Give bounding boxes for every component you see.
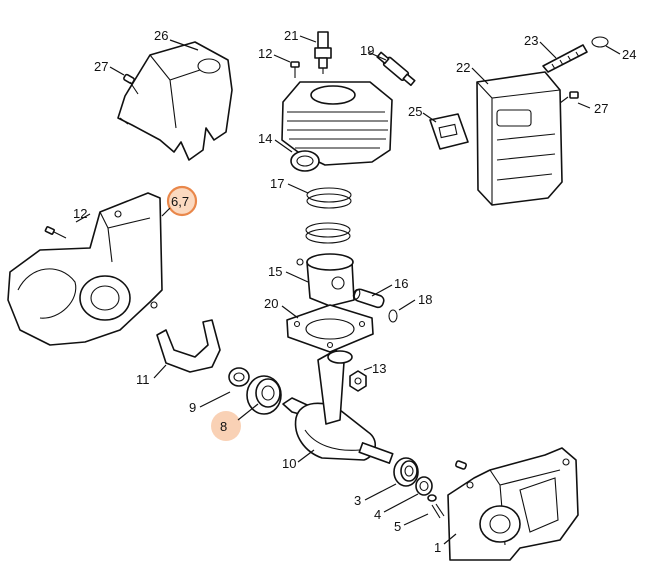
valve-part-19: [376, 51, 416, 87]
label-9: 9: [189, 400, 196, 415]
circlip-part-18: [388, 309, 398, 323]
label-4: 4: [374, 507, 381, 522]
label-15: 15: [268, 264, 282, 279]
label-27-left: 27: [94, 59, 108, 74]
cylinder-part-14: [281, 81, 393, 172]
crankcase-left-part-6-7: [7, 192, 163, 346]
label-21: 21: [284, 28, 298, 43]
label-17: 17: [270, 176, 284, 191]
label-24: 24: [622, 47, 636, 62]
label-6-7: 6,7: [171, 194, 189, 209]
screw-part-27-left: [123, 73, 139, 95]
ring-part-24: [591, 36, 609, 48]
label-14: 14: [258, 131, 272, 146]
label-8: 8: [220, 419, 227, 434]
label-13: 13: [372, 361, 386, 376]
crankshaft-part-10: [282, 349, 394, 464]
screw-part-27-right: [559, 91, 579, 104]
label-20: 20: [264, 296, 278, 311]
sleeve-part-5: [427, 494, 445, 519]
part-number-labels: 26 27 21 12 19 23 24 22 27 25 14 17 6,7 …: [73, 28, 636, 555]
nut-part-13: [349, 370, 367, 392]
piston-rings-part-17: [305, 187, 352, 244]
oil-seal-part-4: [415, 476, 433, 496]
gasket-part-11: [156, 319, 221, 373]
leader-lines: [75, 35, 621, 545]
oil-seal-part-9: [228, 367, 250, 387]
label-23: 23: [524, 33, 538, 48]
spark-plug-part-21: [314, 31, 332, 74]
screw-part-12-top: [290, 61, 300, 78]
highlight-marker-6-7: [166, 185, 198, 217]
label-11: 11: [136, 372, 150, 387]
label-22: 22: [456, 60, 470, 75]
gasket-part-20: [286, 304, 374, 353]
spark-screen-part-23: [542, 44, 588, 73]
screw-part-12-left: [44, 226, 67, 239]
highlight-marker-8: [211, 411, 241, 441]
label-10: 10: [282, 456, 296, 471]
label-18: 18: [418, 292, 432, 307]
label-27-right: 27: [594, 101, 608, 116]
label-5: 5: [394, 519, 401, 534]
label-16: 16: [394, 276, 408, 291]
label-12-top: 12: [258, 46, 272, 61]
shroud-part-26: [117, 41, 233, 161]
label-3: 3: [354, 493, 361, 508]
bearing-part-3: [393, 457, 419, 487]
crankcase-right-part-1: [447, 447, 579, 561]
muffler-gasket-part-25: [429, 113, 469, 150]
label-25: 25: [408, 104, 422, 119]
piston-pin-part-16: [352, 288, 385, 309]
bearing-part-8: [246, 375, 282, 415]
label-12-left: 12: [73, 206, 87, 221]
piston-part-15: [296, 253, 355, 307]
label-26: 26: [154, 28, 168, 43]
label-1: 1: [434, 540, 441, 555]
muffler-part-22: [476, 71, 563, 206]
label-19: 19: [360, 43, 374, 58]
